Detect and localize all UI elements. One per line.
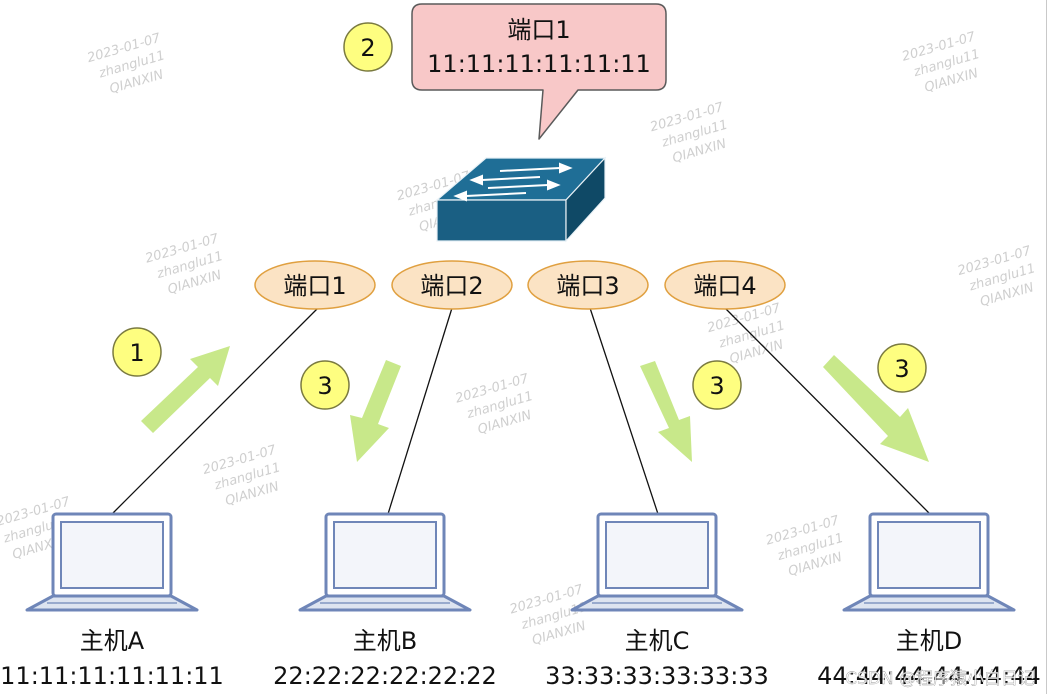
host-d: 主机D 44:44:44:44:44:44 [817, 512, 1041, 690]
host-name: 主机B [353, 627, 417, 655]
host-name: 主机D [896, 627, 962, 655]
host-mac: 33:33:33:33:33:33 [545, 662, 769, 690]
host-mac: 22:22:22:22:22:22 [273, 662, 497, 690]
step-number: 3 [709, 372, 724, 400]
callout-mac-address: 11:11:11:11:11:11 [427, 50, 651, 78]
port-label-text: 端口2 [420, 272, 483, 300]
laptop-icon [298, 512, 472, 612]
step-badge: 1 [112, 327, 162, 377]
link-port3-hostC [589, 307, 659, 515]
step-badge-list: 2 1 3 3 3 [112, 22, 927, 410]
flow-arrows [141, 346, 929, 462]
callout-port-label: 端口1 [507, 16, 570, 44]
host-mac: 11:11:11:11:11:11 [0, 662, 224, 690]
step-number: 3 [317, 372, 332, 400]
port-label-text: 端口4 [693, 272, 756, 300]
host-name: 主机A [80, 627, 145, 655]
host-list: 主机A 11:11:11:11:11:11 主机B 22:22:22:22:22… [0, 512, 1041, 690]
step-badge: 2 [343, 22, 393, 72]
network-switch-icon [435, 156, 607, 243]
step-number: 3 [894, 355, 909, 383]
step-number: 1 [129, 339, 144, 367]
step-badge: 3 [300, 360, 350, 410]
laptop-icon [570, 512, 744, 612]
laptop-icon [842, 512, 1016, 612]
link-port2-hostB [387, 307, 453, 515]
port-label-text: 端口1 [283, 272, 346, 300]
host-c: 主机C 33:33:33:33:33:33 [545, 512, 769, 690]
laptop-icon [25, 512, 199, 612]
link-port1-hostA [111, 307, 319, 515]
step-badge: 3 [692, 360, 742, 410]
arrow-down-icon [823, 355, 929, 462]
arrow-down-icon [640, 361, 692, 462]
csdn-credit-watermark: CSDN @程序猿小白日记 [845, 669, 1035, 689]
port-label-3: 端口3 [527, 260, 649, 310]
port-label-2: 端口2 [391, 260, 513, 310]
host-a: 主机A 11:11:11:11:11:11 [0, 512, 224, 690]
host-mac: 44:44:44:44:44:44 [817, 662, 1041, 690]
connection-lines [111, 307, 931, 515]
step-number: 2 [360, 34, 375, 62]
port-label-list: 端口1 端口2 端口3 端口4 [254, 260, 786, 310]
watermark-layer: 2023-01-07 zhanglu11 QIANXIN 2023-01-07 … [0, 29, 1037, 648]
arrow-down-icon [350, 360, 401, 462]
arrow-up-icon [141, 346, 230, 433]
link-port4-hostD [724, 307, 931, 515]
mac-table-callout: 端口1 11:11:11:11:11:11 [411, 3, 667, 140]
port-label-4: 端口4 [664, 260, 786, 310]
port-label-1: 端口1 [254, 260, 376, 310]
port-label-text: 端口3 [556, 272, 619, 300]
host-name: 主机C [625, 627, 690, 655]
step-badge: 3 [877, 343, 927, 393]
host-b: 主机B 22:22:22:22:22:22 [273, 512, 497, 690]
